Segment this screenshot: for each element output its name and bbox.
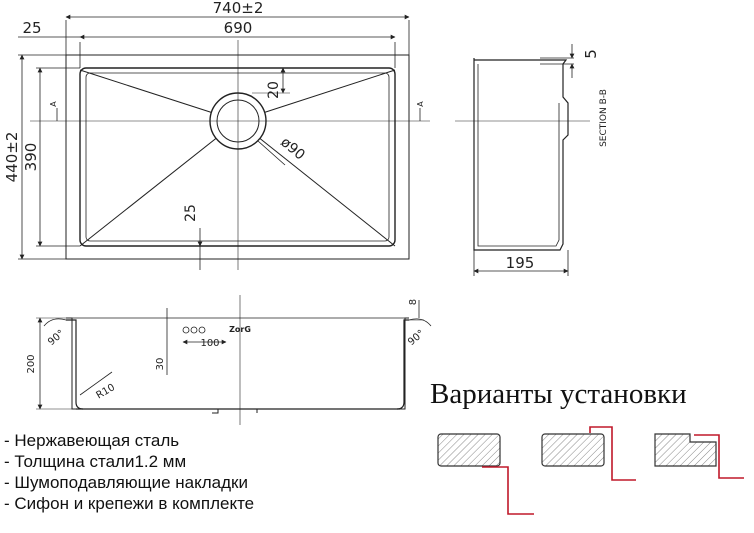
dim-inner-height: 390 [22,143,40,172]
dim-bottom-offset: 25 [183,204,199,222]
dim-front-inner: 30 [155,358,166,371]
angle-left: 90° [46,328,67,348]
dim-total-width: 740±2 [213,0,264,17]
dim-front-height: 200 [26,354,37,373]
dim-section-rim: 5 [582,49,600,59]
variant-3-icon [654,433,744,479]
variant-1-icon [437,433,534,515]
section-label: SECTION B-B [599,89,609,147]
front-view [36,295,432,425]
angle-right: 90° [406,328,427,348]
spec-item-noise-pads: - Шумоподавляющие накладки [4,473,248,492]
dim-inner-width: 690 [224,19,253,37]
section-mark-left: A [49,101,58,107]
brand-logo: ZorG [229,325,251,334]
spec-item-material: - Нержавеющая сталь [4,431,180,450]
dim-front-rim: 8 [408,299,419,305]
top-view [18,14,430,270]
section-view [455,44,590,276]
spec-item-thickness: - Толщина стали1.2 мм [4,452,187,471]
sink-outer-rim [65,54,410,260]
sink-bowl [79,67,396,247]
dim-drain-offset: 20 [266,81,282,99]
section-mark-right: A [416,101,425,107]
dim-front-overflow: 100 [200,338,219,349]
radius-label: R10 [94,382,117,401]
spec-list: - Нержавеющая сталь - Толщина стали1.2 м… [4,430,254,514]
dim-flange: 25 [22,19,41,37]
dim-section-depth: 195 [506,254,535,272]
dim-drain-diameter: ø90 [277,134,308,163]
spec-item-accessories: - Сифон и крепежи в комплекте [4,494,255,513]
dim-total-height: 440±2 [3,132,21,183]
variant-2-icon [541,426,636,481]
installation-variants-title: Варианты установки [430,378,687,410]
